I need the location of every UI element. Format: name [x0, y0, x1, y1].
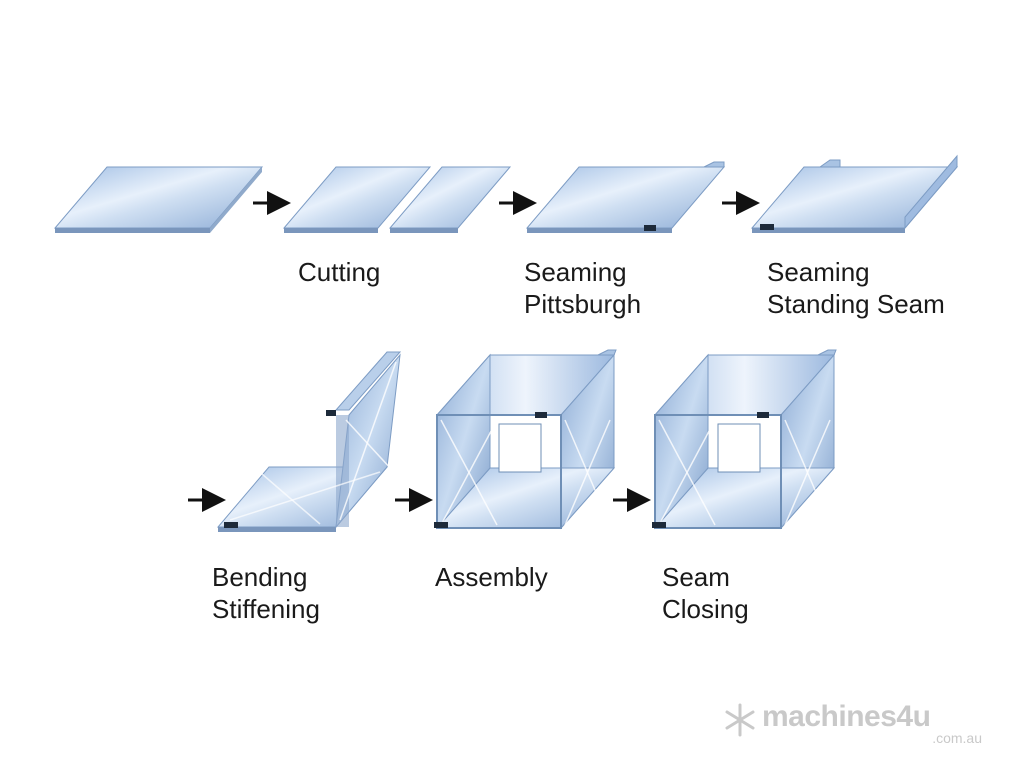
watermark-brand: machines4u [762, 700, 931, 733]
machines4u-watermark: machines4u .com.au [722, 700, 992, 746]
caption-pittsburgh: Seaming Pittsburgh [524, 256, 641, 320]
cut-sheets [282, 166, 512, 233]
caption-closing-line-1: Seam [662, 562, 730, 592]
closed-duct [652, 349, 837, 530]
watermark-domain: .com.au [932, 730, 982, 746]
caption-assembly: Assembly [435, 561, 548, 593]
bent-sheet [216, 351, 402, 532]
snowflake-icon [725, 703, 755, 737]
caption-pittsburgh-line-1: Seaming [524, 257, 627, 287]
caption-pittsburgh-line-2: Pittsburgh [524, 289, 642, 319]
caption-bending: Bending Stiffening [212, 561, 320, 625]
flat-sheet [53, 166, 264, 233]
caption-cutting: Cutting [298, 256, 380, 288]
caption-bending-line-2: Stiffening [212, 594, 320, 624]
caption-cutting-line-1: Cutting [298, 257, 381, 287]
pittsburgh-seamed-sheet [525, 161, 726, 233]
standing-seam-sheet [750, 154, 959, 233]
caption-bending-line-1: Bending [212, 562, 308, 592]
caption-standing-seam: Seaming Standing Seam [767, 256, 945, 320]
caption-closing-line-2: Closing [662, 594, 749, 624]
caption-assembly-line-1: Assembly [435, 562, 548, 592]
caption-closing: Seam Closing [662, 561, 749, 625]
caption-standing-seam-line-2: Standing Seam [767, 289, 945, 319]
assembled-duct [434, 349, 617, 530]
caption-standing-seam-line-1: Seaming [767, 257, 870, 287]
